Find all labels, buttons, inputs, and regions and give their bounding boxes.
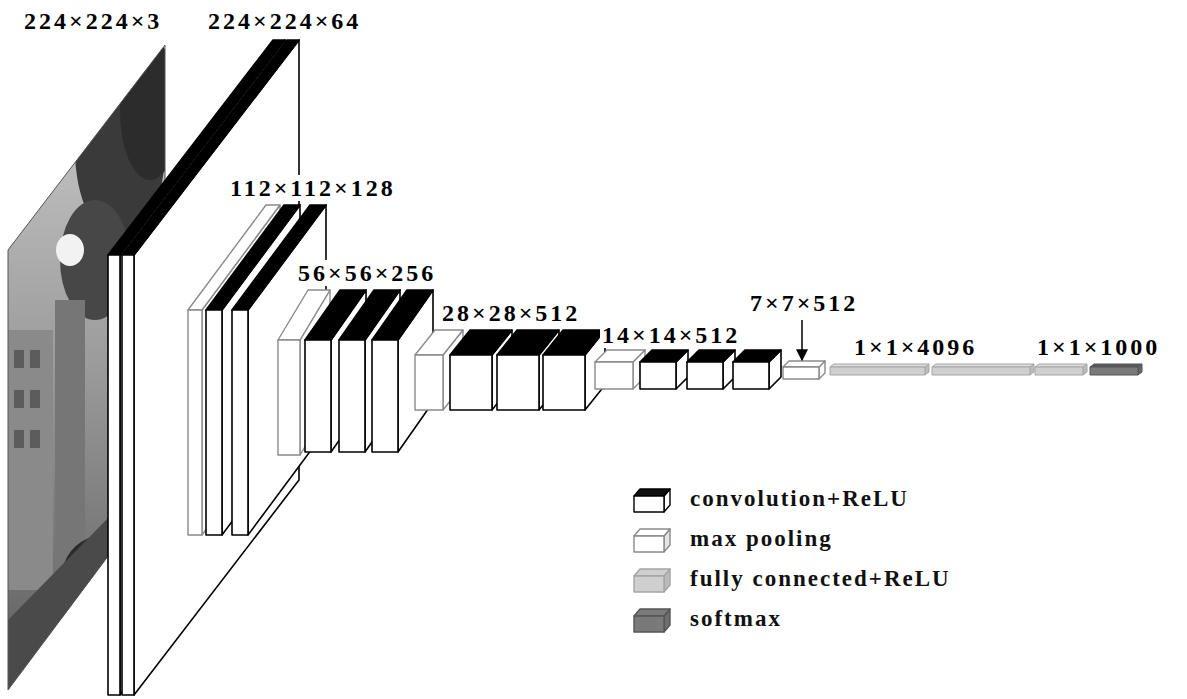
dimension-label: 56×56×256 — [296, 260, 438, 286]
box-front — [372, 340, 398, 452]
box-front — [122, 255, 134, 695]
box-front — [188, 310, 202, 535]
legend-text: fully connected+ReLU — [690, 566, 951, 591]
box-front — [278, 340, 300, 455]
fc-layer — [1035, 364, 1087, 375]
box-top — [783, 361, 825, 367]
legend-swatch — [634, 489, 670, 512]
conv-layer — [640, 350, 688, 389]
dimension-label: 224×224×64 — [206, 8, 363, 34]
legend-text: softmax — [690, 606, 782, 631]
box-front — [634, 616, 664, 632]
box-front — [206, 310, 222, 535]
pool-layer — [595, 350, 645, 389]
box-top — [640, 350, 688, 362]
box-front — [634, 536, 664, 552]
dimension-label: 112×112×128 — [228, 175, 398, 201]
box-front — [543, 355, 585, 410]
box-top — [543, 330, 605, 355]
box-front — [640, 362, 676, 389]
layer-blocks — [108, 40, 1142, 695]
legend-text: max pooling — [690, 526, 833, 551]
box-top — [733, 350, 781, 362]
dimension-label: 7×7×512 — [748, 290, 860, 316]
box-front — [450, 355, 492, 410]
pointer-arrow — [801, 320, 803, 360]
box-top — [634, 569, 670, 576]
legend-swatches — [634, 489, 670, 632]
box-front — [1090, 367, 1138, 375]
dimension-label: 1×1×4096 — [852, 334, 979, 360]
box-top — [634, 529, 670, 536]
soft-layer — [1090, 364, 1142, 375]
legend-swatch — [634, 609, 670, 632]
box-front — [783, 367, 819, 379]
box-front — [415, 355, 443, 410]
legend-swatch — [634, 529, 670, 552]
box-top — [687, 350, 735, 362]
box-front — [733, 362, 769, 389]
box-front — [634, 496, 664, 512]
box-top — [595, 350, 645, 362]
dimension-label: 224×224×3 — [22, 8, 164, 34]
box-front — [932, 367, 1030, 375]
box-front — [339, 340, 365, 452]
box-front — [232, 310, 248, 535]
box-top — [372, 290, 433, 340]
box-front — [1035, 367, 1083, 375]
fc-layer — [830, 364, 929, 375]
box-front — [108, 255, 120, 695]
legend-text: convolution+ReLU — [690, 486, 909, 511]
box-front — [634, 576, 664, 592]
box-top — [634, 489, 670, 496]
box-front — [830, 367, 925, 375]
fc-layer — [932, 364, 1034, 375]
conv-layer — [733, 350, 781, 389]
box-front — [305, 340, 331, 452]
dimension-label: 1×1×1000 — [1035, 334, 1162, 360]
dimension-label: 14×14×512 — [600, 322, 742, 348]
conv-layer — [687, 350, 735, 389]
box-front — [497, 355, 539, 410]
box-top — [634, 609, 670, 616]
box-front — [595, 362, 633, 389]
pool-layer — [783, 361, 825, 379]
box-front — [687, 362, 723, 389]
dimension-label: 28×28×512 — [440, 300, 582, 326]
legend-swatch — [634, 569, 670, 592]
